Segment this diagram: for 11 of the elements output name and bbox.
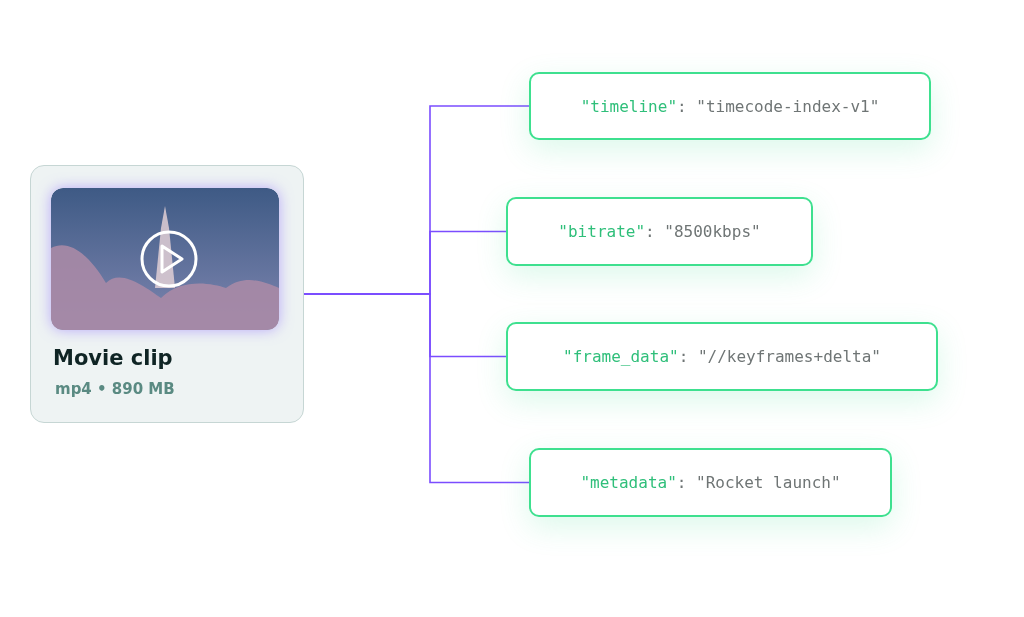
file-details: mp4 • 890 MB [55,380,175,398]
key-value-text: "bitrate": "8500kbps" [558,222,761,241]
key-value-text: "timeline": "timecode-index-v1" [580,96,880,116]
key-value-box [529,448,892,517]
file-card [30,165,304,423]
key-value-text: "frame_data": "//keyframes+delta" [563,347,881,366]
key-value-text: "metadata": "Rocket launch" [580,473,841,492]
key-value-box [506,197,813,266]
key-value-box [529,72,931,140]
file-title: Movie clip [53,346,173,370]
key-value-box [506,322,938,391]
